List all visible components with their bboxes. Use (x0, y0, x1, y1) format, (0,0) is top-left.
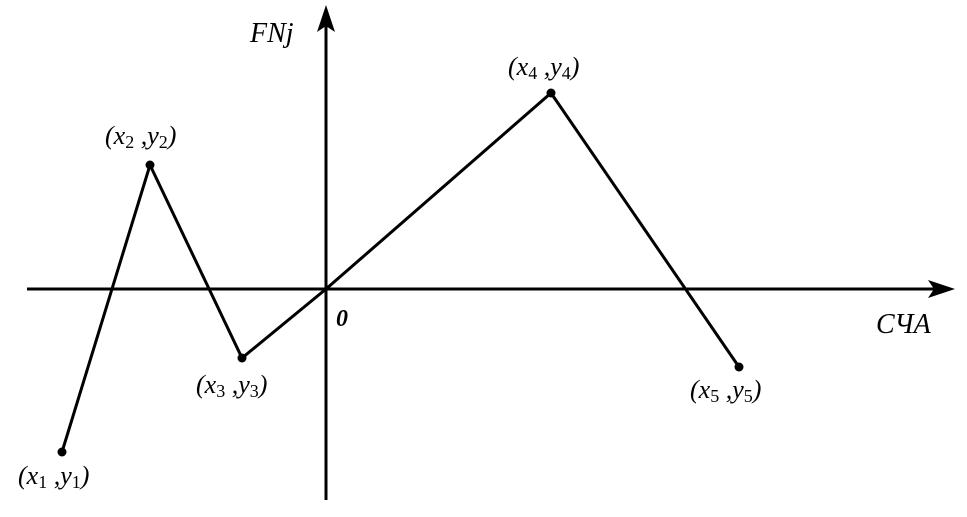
point-marker-2 (145, 160, 155, 170)
point-marker-4 (546, 88, 556, 98)
point-label-4: (x4 ,y4) (508, 52, 579, 83)
point-label-3: (x3 ,y3) (196, 370, 267, 401)
point-marker-1 (57, 447, 67, 457)
point-marker-3 (237, 353, 247, 363)
y-axis-arrowhead (317, 5, 335, 32)
piecewise-curve (60, 90, 741, 453)
point-label-1: (x1 ,y1) (18, 461, 89, 492)
point-marker-5 (734, 362, 744, 372)
point-label-5: (x5 ,y5) (690, 375, 761, 406)
point-label-2: (x2 ,y2) (105, 121, 176, 152)
x-axis-arrowhead (928, 280, 955, 298)
y-axis-label: FNj (249, 18, 294, 49)
x-axis-label: СЧА (876, 309, 932, 340)
origin-label: 0 (336, 306, 348, 332)
